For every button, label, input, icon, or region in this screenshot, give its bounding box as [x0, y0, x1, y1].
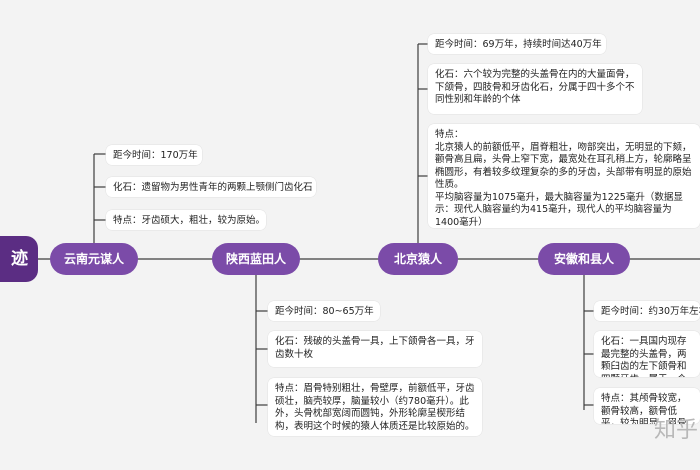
anhui-traits-card: 特点：其颅骨较宽，颧骨较高，额骨低平，较为明显，眉骨粗壮。	[594, 388, 700, 424]
node-anhui[interactable]: 安徽和县人	[538, 243, 630, 275]
beijing-traits-card: 特点： 北京猿人的前额低平，眉脊粗壮，吻部突出，无明显的下颏，颧骨高且扁，头骨上…	[428, 124, 700, 228]
shaanxi-traits-card: 特点：眉骨特别粗壮，骨壁厚，前额低平，牙齿硕壮，脑壳较厚，脑量较小（约780毫升…	[268, 378, 482, 436]
anhui-age-card: 距今时间：约30万年左右	[594, 301, 700, 321]
beijing-fossil-card: 化石：六个较为完整的头盖骨在内的大量面骨，下颌骨，四肢骨和牙齿化石，分属于四十多…	[428, 64, 642, 114]
node-shaanxi[interactable]: 陕西蓝田人	[212, 243, 300, 275]
anhui-fossil-card: 化石：一具国内现存最完整的头盖骨，两颗臼齿的左下颌骨和四颗牙齿，属于一个个体	[594, 331, 700, 377]
beijing-age-card: 距今时间：69万年，持续时间达40万年	[428, 34, 606, 54]
yunnan-fossil-card: 化石：遗留物为男性青年的两颗上颚侧门齿化石	[106, 177, 316, 197]
yunnan-age-card: 距今时间：170万年	[106, 145, 202, 165]
root-node[interactable]: 迹	[0, 236, 38, 282]
node-beijing[interactable]: 北京猿人	[378, 243, 458, 275]
shaanxi-age-card: 距今时间：80~65万年	[268, 301, 380, 321]
shaanxi-fossil-card: 化石：残破的头盖骨一具，上下颌骨各一具，牙齿数十枚	[268, 331, 482, 367]
watermark-logo: 知乎	[654, 418, 699, 443]
node-yunnan[interactable]: 云南元谋人	[50, 243, 138, 275]
yunnan-traits-card: 特点：牙齿硕大，粗壮，较为原始。	[106, 210, 266, 230]
